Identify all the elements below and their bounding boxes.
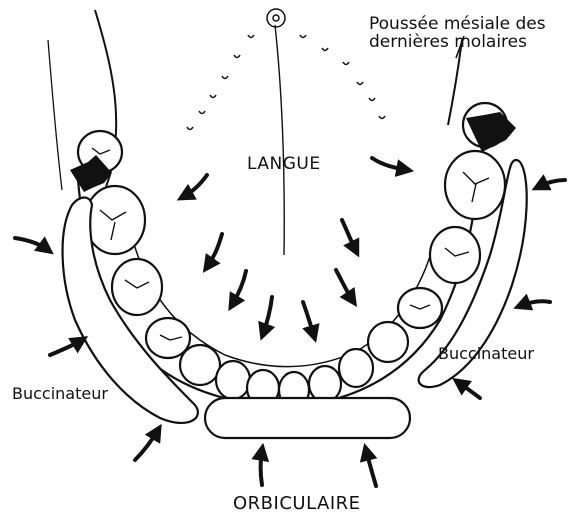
tongue-label: LANGUE: [247, 155, 321, 173]
molar-push-label-line2: dernières molaires: [369, 33, 527, 51]
right-cheek-contour: [448, 40, 462, 125]
orbicularis-label: ORBICULAIRE: [233, 495, 361, 513]
molar-push-label-line1: Poussée mésiale des: [369, 15, 546, 33]
buccinator-left-label: Buccinateur: [12, 385, 108, 403]
tongue-midline: [275, 25, 284, 255]
buccinator-right-label: Buccinateur: [438, 345, 534, 363]
left-palate-line: [48, 40, 62, 190]
orbicularis-muscle: [205, 398, 410, 438]
palate-dots: [187, 9, 385, 130]
right-molar-push-arrow: [466, 112, 516, 152]
